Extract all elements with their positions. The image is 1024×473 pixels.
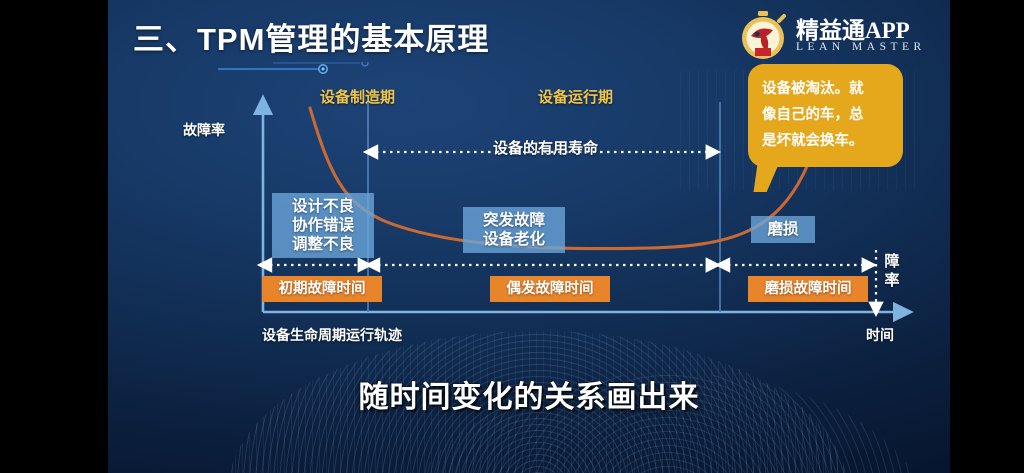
y-axis-label: 故障率 <box>183 122 225 138</box>
cause-line-1: 设计不良 <box>291 198 354 215</box>
period-box-wearout: 磨损故障时间 <box>748 276 868 302</box>
x-axis-label: 时间 <box>866 327 894 343</box>
cause-line-2: 设备老化 <box>482 231 545 248</box>
bathtub-curve-chart: 设备制造期 设备运行期 设备更新期 故障率 时间 设备生命周期运行轨迹 <box>183 80 938 343</box>
logo-text-cn: 精益通APP <box>796 18 910 43</box>
cause-box-wearout-failure: 磨损 <box>751 216 815 243</box>
useful-life-label: 设备的有用寿命 <box>493 140 599 157</box>
chart-subtitle: 设备生命周期运行轨迹 <box>262 327 402 343</box>
cause-line-1: 突发故障 <box>482 212 545 229</box>
cause-line-2: 协作错误 <box>291 217 354 234</box>
plot-svg <box>252 94 914 323</box>
stopwatch-icon <box>742 11 786 59</box>
cause-box-early-failure: 设计不良 协作错误 调整不良 <box>272 193 374 258</box>
slide-caption: 随时间变化的关系画出来 <box>358 381 700 414</box>
phase-label-operation: 设备运行期 <box>538 89 614 106</box>
phase-label-manufacturing: 设备制造期 <box>320 89 396 106</box>
pillarbox-left <box>0 0 108 473</box>
callout-line-3: 是坏就会换车。 <box>762 133 864 149</box>
page-title: 三、TPM管理的基本原理 <box>133 22 490 57</box>
cause-box-random-failure: 突发故障 设备老化 <box>463 207 565 253</box>
callout-bubble: 设备被淘汰。就 像自己的车，总 是坏就会换车。 <box>748 64 903 167</box>
pillarbox-right <box>950 0 1024 473</box>
logo-text-en: LEAN MASTER <box>796 41 926 53</box>
period-box-early: 初期故障时间 <box>262 276 382 302</box>
slide-canvas: 三、TPM管理的基本原理 精益通APP LEAN MASTER <box>108 0 950 473</box>
title-underline-decoration <box>218 62 369 74</box>
secondary-axis-label: 障率 <box>884 253 900 289</box>
callout-line-2: 像自己的车，总 <box>762 107 864 123</box>
period-box-random: 偶发故障时间 <box>490 276 610 302</box>
cause-line-1: 磨损 <box>767 221 799 238</box>
brand-logo: 精益通APP LEAN MASTER <box>738 8 938 64</box>
callout-line-1: 设备被淘汰。就 <box>762 81 864 97</box>
cause-line-3: 调整不良 <box>291 236 354 253</box>
